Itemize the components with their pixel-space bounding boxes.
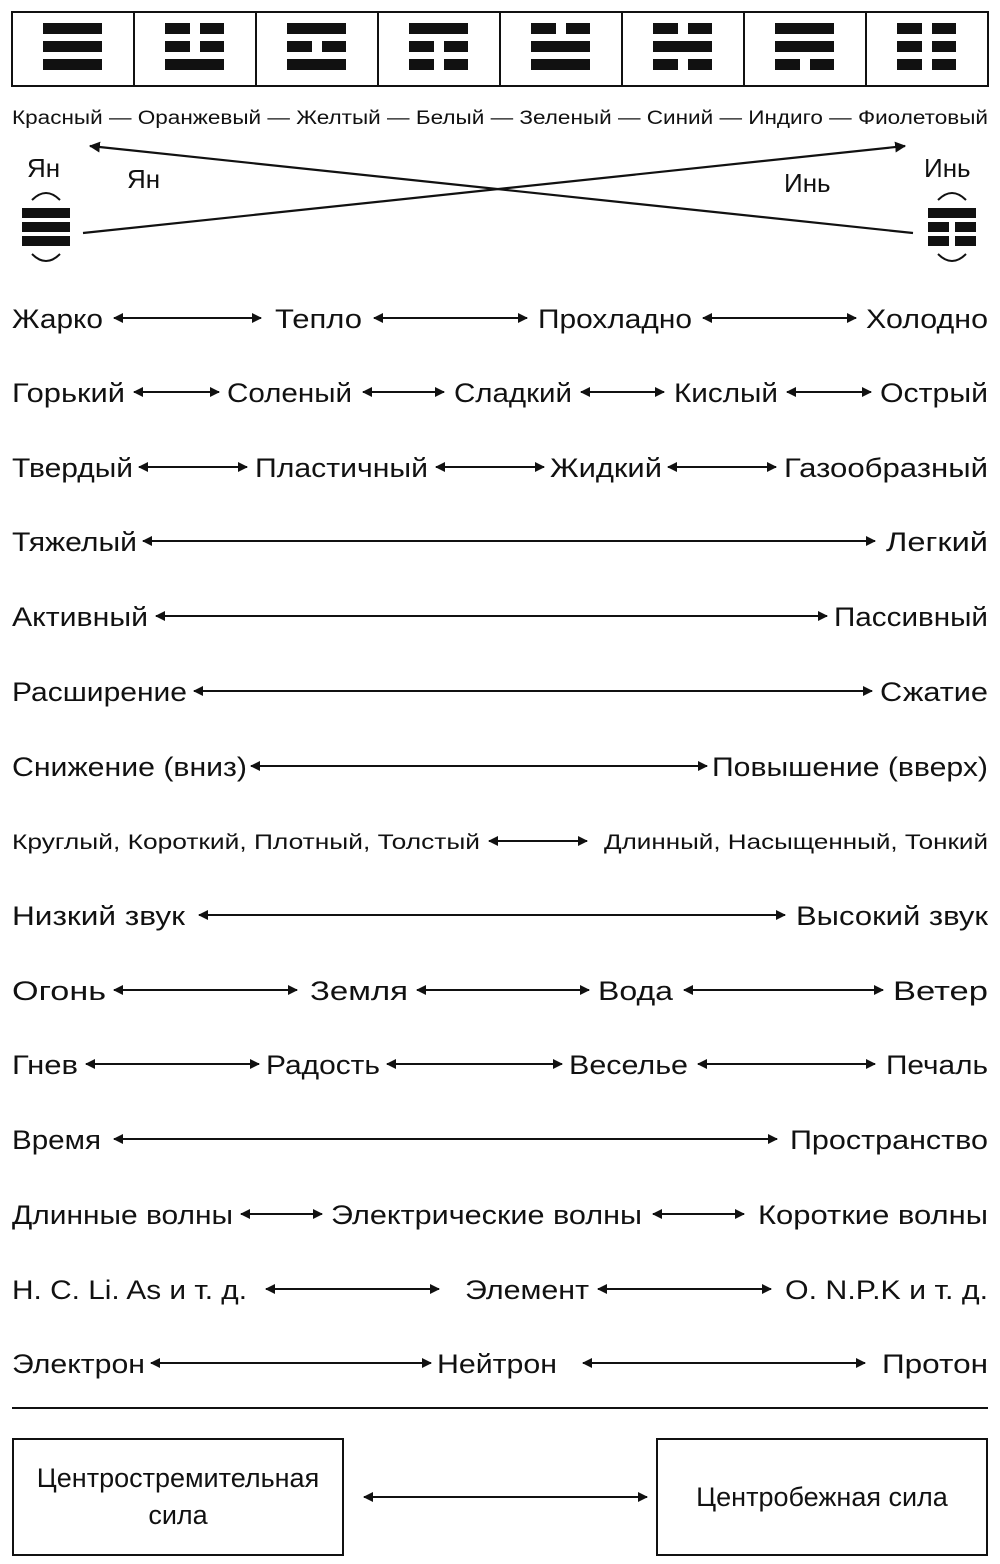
trigram-row bbox=[11, 11, 989, 87]
yin-yang-cross: Ян Ян Инь Инь bbox=[22, 141, 976, 262]
correspondence-row: Снижение (вниз) Повышение (вверх) bbox=[12, 752, 988, 782]
row-term: Веселье bbox=[569, 1050, 688, 1080]
row-term: Тепло bbox=[275, 304, 362, 334]
row-term: Вода bbox=[598, 976, 674, 1006]
trigram-3-cell bbox=[255, 11, 379, 87]
trigram-4-cell bbox=[377, 11, 501, 87]
row-term: Острый bbox=[880, 378, 988, 408]
row-term: Протон bbox=[882, 1349, 988, 1379]
correspondence-row: Длинные волны Электрические волны Короткие… bbox=[12, 1200, 988, 1230]
trigram-icon bbox=[531, 23, 590, 70]
trigram-icon bbox=[897, 23, 956, 70]
row-term: Пластичный bbox=[255, 453, 428, 483]
row-term: Короткие волны bbox=[758, 1200, 988, 1230]
trigram-icon bbox=[43, 23, 102, 70]
row-term: Низкий звук bbox=[12, 901, 185, 931]
yin-trigram-icon bbox=[928, 208, 976, 246]
correspondence-row: H. C. Li. As и т. д. Элемент O. N.P.K и т.… bbox=[12, 1275, 988, 1305]
centrifugal-force-label: Центробежная сила bbox=[696, 1482, 949, 1512]
correspondence-row: Низкий звук Высокий звук bbox=[12, 901, 988, 931]
row-term: Жарко bbox=[12, 304, 103, 334]
centrifugal-force-box bbox=[656, 1438, 988, 1556]
row-term: Электрические волны bbox=[331, 1200, 642, 1230]
yin-inner-label: Инь bbox=[784, 168, 831, 198]
row-term: Печаль bbox=[886, 1050, 988, 1080]
row-term: Расширение bbox=[12, 677, 187, 707]
trigram-2-cell bbox=[133, 11, 257, 87]
row-term: Холодно bbox=[866, 304, 988, 334]
row-term: Длинные волны bbox=[12, 1200, 233, 1230]
row-term: Соленый bbox=[227, 378, 352, 408]
row-term: Земля bbox=[310, 976, 408, 1006]
trigram-5-cell bbox=[499, 11, 623, 87]
row-term: Элемент bbox=[465, 1275, 589, 1305]
correspondence-row: Горький Соленый Сладкий Кислый Острый bbox=[12, 378, 988, 408]
trigram-cell-border bbox=[133, 11, 257, 87]
yang-inner-label: Ян bbox=[127, 164, 160, 194]
yang-label: Ян bbox=[27, 153, 60, 183]
yin-paren-bottom bbox=[937, 253, 967, 262]
row-term: Высокий звук bbox=[796, 901, 988, 931]
row-term: Пространство bbox=[790, 1125, 988, 1155]
trigram-cell-border bbox=[865, 11, 989, 87]
row-term: Прохладно bbox=[538, 304, 692, 334]
row-term: O. N.P.K и т. д. bbox=[785, 1275, 988, 1305]
yin-label: Инь bbox=[924, 153, 971, 183]
correspondence-row: Тяжелый Легкий bbox=[12, 527, 988, 557]
correspondence-row: Огонь Земля Вода Ветер bbox=[12, 976, 988, 1006]
row-term: Снижение (вниз) bbox=[12, 752, 247, 782]
trigram-6-cell bbox=[621, 11, 745, 87]
row-term: Кислый bbox=[674, 378, 778, 408]
row-term: Ветер bbox=[893, 976, 988, 1006]
correspondence-row: Расширение Сжатие bbox=[12, 677, 988, 707]
row-term: Круглый, Короткий, Плотный, Толстый bbox=[12, 831, 480, 854]
trigram-icon bbox=[287, 23, 346, 70]
row-term: Огонь bbox=[12, 976, 106, 1006]
row-term: Гнев bbox=[12, 1050, 78, 1080]
correspondence-row: Круглый, Короткий, Плотный, Толстый Длинн… bbox=[12, 831, 988, 854]
yang-trigram-icon bbox=[22, 208, 70, 246]
trigram-8-cell bbox=[865, 11, 989, 87]
row-term: Сладкий bbox=[454, 378, 572, 408]
color-spectrum-label: Красный — Оранжевый — Желтый — Белый — З… bbox=[12, 108, 988, 129]
row-term: Длинный, Насыщенный, Тонкий bbox=[604, 831, 988, 854]
row-term: Тяжелый bbox=[12, 527, 137, 557]
trigram-1-cell bbox=[11, 11, 135, 87]
row-term: Повышение (вверх) bbox=[712, 752, 988, 782]
trigram-icon bbox=[409, 23, 468, 70]
row-term: Горький bbox=[12, 378, 125, 408]
row-term: Электрон bbox=[12, 1349, 145, 1379]
yin-to-yang-arrow bbox=[88, 141, 914, 235]
trigram-icon bbox=[165, 23, 224, 70]
yang-paren-bottom bbox=[31, 253, 61, 262]
row-term: Время bbox=[12, 1125, 101, 1155]
row-term: Нейтрон bbox=[437, 1349, 557, 1379]
trigram-7-cell bbox=[743, 11, 867, 87]
correspondence-row: Гнев Радость Веселье Печаль bbox=[12, 1050, 988, 1080]
row-term: Твердый bbox=[12, 453, 133, 483]
trigram-icon bbox=[653, 23, 712, 70]
centripetal-force-box bbox=[12, 1438, 344, 1556]
centripetal-force-line1: Центростремительная bbox=[37, 1463, 319, 1493]
row-term: Сжатие bbox=[880, 677, 988, 707]
row-term: Радость bbox=[266, 1050, 380, 1080]
trigram-icon bbox=[775, 23, 834, 70]
row-term: Активный bbox=[12, 602, 148, 632]
centripetal-force-line2: сила bbox=[148, 1500, 208, 1530]
correspondence-row: Время Пространство bbox=[12, 1125, 988, 1155]
correspondence-row: Твердый Пластичный Жидкий Газообразный bbox=[12, 453, 988, 483]
correspondence-row: Активный Пассивный bbox=[12, 602, 988, 632]
row-term: Легкий bbox=[886, 527, 988, 557]
correspondence-row: Жарко Тепло Прохладно Холодно bbox=[12, 304, 988, 334]
row-term: Газообразный bbox=[784, 453, 988, 483]
yin-paren-top bbox=[937, 192, 967, 201]
row-term: Жидкий bbox=[550, 453, 662, 483]
correspondence-row: Электрон Нейтрон Протон bbox=[12, 1349, 988, 1379]
row-term: Пассивный bbox=[834, 602, 988, 632]
row-term: H. C. Li. As и т. д. bbox=[12, 1275, 247, 1305]
yang-paren-top bbox=[31, 192, 61, 201]
